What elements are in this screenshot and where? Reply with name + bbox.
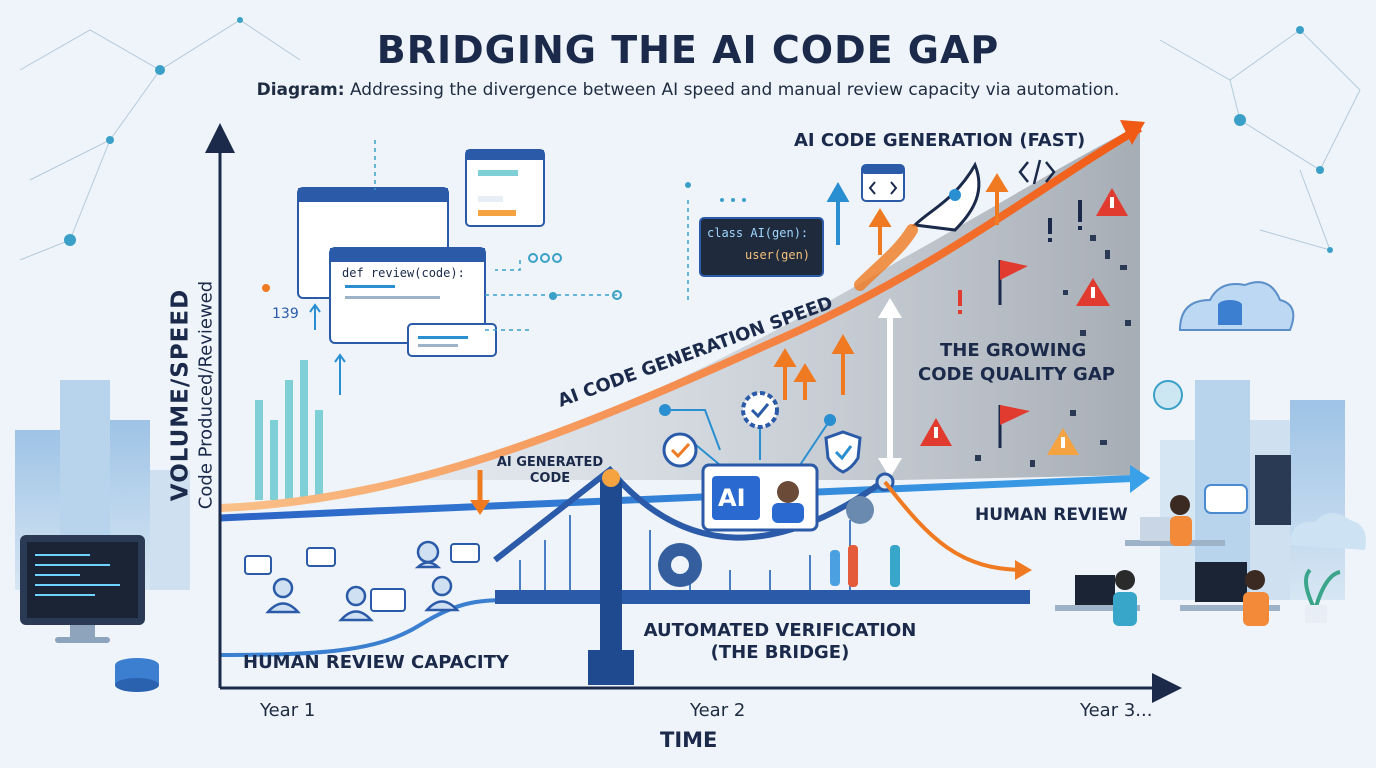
monitor-illustration [20, 535, 159, 692]
human-capacity-label: HUMAN REVIEW CAPACITY [243, 652, 509, 673]
shield-check-icon [824, 430, 862, 474]
page-subtitle: Diagram: Addressing the divergence betwe… [0, 80, 1376, 100]
ai-generated-label-line2: CODE [529, 471, 571, 486]
gear-check-icon [741, 391, 779, 429]
code-gen-snippet: user(gen) [745, 248, 811, 262]
ai-assistant-card [701, 463, 819, 532]
decorative-dots [262, 182, 746, 300]
ai-badge-text: AI [718, 484, 746, 512]
red-flag-icons [998, 260, 1030, 448]
x-tick-year-2: Year 2 [690, 700, 746, 721]
warning-exclamations [934, 197, 1114, 448]
debris-fragments [975, 235, 1131, 467]
code-tag-icon [1018, 159, 1056, 185]
gap-label-line2: CODE QUALITY GAP [918, 364, 1115, 385]
ai-curve-arrow-icon [1120, 120, 1145, 145]
human-capacity-curve [219, 598, 1030, 657]
ai-generation-curve [219, 124, 1143, 512]
code-review-snippet: def review(code): [342, 266, 465, 280]
bridge-label-line1: AUTOMATED VERIFICATION [643, 620, 917, 641]
exclamation-marks [958, 200, 1082, 314]
y-axis-label: VOLUME/SPEED Code Produced/Reviewed [168, 281, 217, 509]
reviewer-people-icons [265, 540, 460, 622]
x-axis-title: TIME [660, 728, 718, 752]
ai-fast-label: AI CODE GENERATION (FAST) [794, 130, 1086, 151]
subtitle-text: Addressing the divergence between AI spe… [349, 80, 1120, 100]
small-up-arrows [309, 303, 346, 395]
x-tick-year-3: Year 3... [1080, 700, 1153, 721]
gap-double-arrow-icon [878, 298, 902, 478]
bridge-label-line2: (THE BRIDGE) [710, 642, 850, 663]
network-nodes [64, 17, 1333, 253]
code-number: 139 [272, 306, 299, 322]
chart-axes [205, 123, 1182, 703]
check-badge-icon [662, 432, 698, 468]
code-editor-windows [297, 149, 824, 357]
chat-bubble-icons [244, 543, 480, 612]
code-class-snippet: class AI(gen): [707, 226, 809, 240]
y-axis-subtitle: Code Produced/Reviewed [195, 280, 217, 510]
y-axis-title: VOLUME/SPEED [167, 288, 194, 502]
right-infrastructure [1153, 281, 1366, 600]
growth-arrows [773, 173, 1009, 400]
code-window-icon [861, 164, 905, 202]
blue-up-arrow-icon [826, 181, 850, 245]
bridge-illustration [493, 465, 1032, 685]
human-review-label: HUMAN REVIEW [975, 505, 1128, 525]
x-tick-year-1: Year 1 [260, 700, 316, 721]
page-title: BRIDGING THE AI CODE GAP [376, 28, 1000, 72]
subtitle-prefix: Diagram: [256, 80, 345, 100]
quality-gap-region [420, 125, 1140, 480]
people-right [1055, 484, 1341, 626]
rocket-icon [854, 161, 981, 291]
ai-generated-label-line1: AI GENERATED [496, 455, 604, 470]
gap-label-line1: THE GROWING [940, 340, 1087, 361]
ai-generated-down-arrow-icon [470, 470, 490, 515]
human-review-arrow-icon [1130, 465, 1150, 493]
